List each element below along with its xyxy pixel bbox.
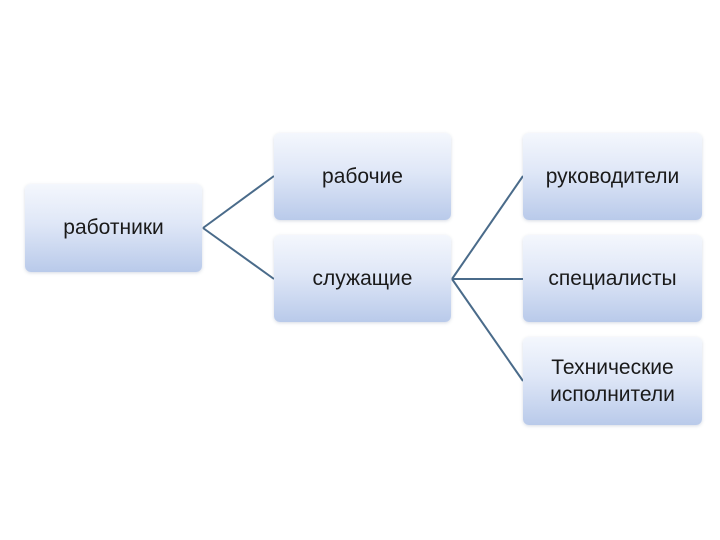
connector-root-employees — [202, 227, 275, 280]
connector-employees-managers — [451, 175, 524, 280]
node-technical-staff: Технические исполнители — [523, 337, 702, 425]
connector-employees-technical — [451, 278, 524, 382]
node-label: рабочие — [322, 164, 403, 188]
node-managers: руководители — [523, 133, 702, 220]
node-workers: рабочие — [274, 133, 451, 220]
node-label: специалисты — [548, 266, 677, 290]
node-workers-all: работники — [25, 184, 202, 272]
node-label: работники — [63, 216, 164, 240]
connector-root-workers — [202, 175, 275, 229]
node-specialists: специалисты — [523, 235, 702, 322]
node-label: служащие — [312, 266, 413, 290]
node-label: Технические исполнители — [550, 355, 675, 406]
node-label: руководители — [545, 164, 680, 188]
node-employees: служащие — [274, 235, 451, 322]
